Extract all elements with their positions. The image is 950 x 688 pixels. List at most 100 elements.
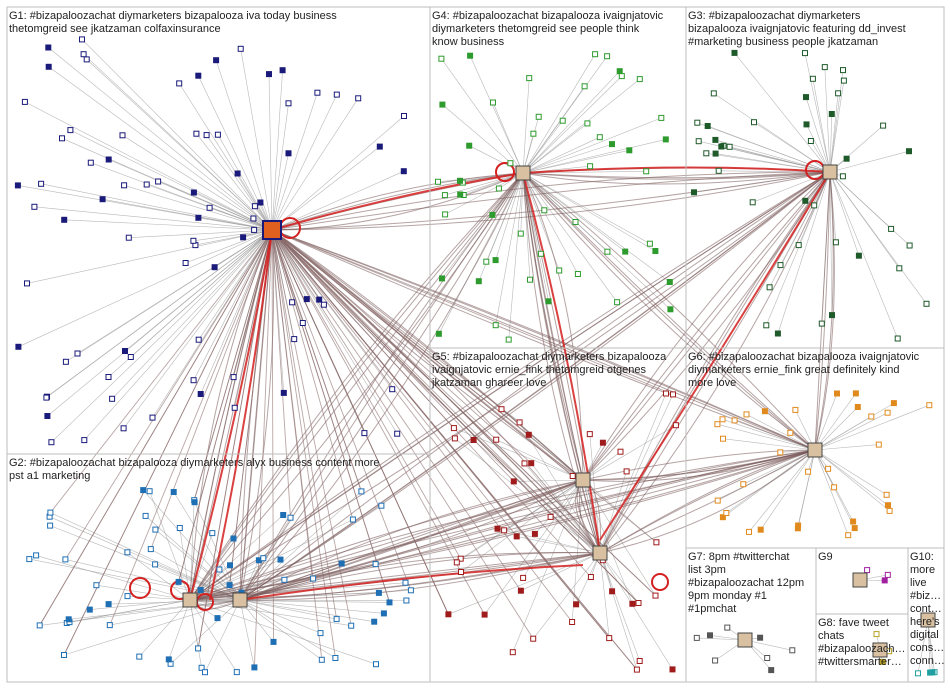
node[interactable] <box>723 510 730 516</box>
node[interactable] <box>829 312 835 319</box>
node[interactable] <box>777 449 784 456</box>
node[interactable] <box>802 197 809 204</box>
node[interactable] <box>489 211 496 218</box>
node[interactable] <box>230 374 237 381</box>
node[interactable] <box>714 497 721 504</box>
node[interactable] <box>175 578 182 585</box>
node[interactable] <box>230 535 237 542</box>
node[interactable] <box>492 257 499 264</box>
node[interactable] <box>318 656 325 663</box>
node[interactable] <box>622 248 629 255</box>
hub-node[interactable] <box>822 164 838 180</box>
node[interactable] <box>270 638 277 645</box>
node[interactable] <box>490 99 496 106</box>
node[interactable] <box>402 579 409 586</box>
node[interactable] <box>652 592 659 599</box>
node[interactable] <box>266 71 272 78</box>
node[interactable] <box>821 64 828 71</box>
node[interactable] <box>289 299 296 306</box>
node[interactable] <box>106 622 113 629</box>
node[interactable] <box>573 601 580 608</box>
node[interactable] <box>653 539 660 546</box>
node[interactable] <box>80 51 87 58</box>
node[interactable] <box>24 280 30 287</box>
node[interactable] <box>195 72 202 79</box>
node[interactable] <box>435 330 442 337</box>
node[interactable] <box>517 230 524 237</box>
node[interactable] <box>526 75 533 82</box>
node[interactable] <box>279 67 286 74</box>
node[interactable] <box>36 622 43 629</box>
node[interactable] <box>450 425 457 432</box>
node[interactable] <box>86 606 93 613</box>
hub-node[interactable] <box>737 632 753 648</box>
node[interactable] <box>667 306 674 313</box>
node[interactable] <box>349 516 356 523</box>
node[interactable] <box>458 569 464 575</box>
node[interactable] <box>731 49 738 56</box>
hub-node[interactable] <box>920 612 936 628</box>
node[interactable] <box>47 509 54 516</box>
node[interactable] <box>906 148 912 155</box>
node[interactable] <box>693 634 700 641</box>
node[interactable] <box>317 630 324 637</box>
node[interactable] <box>355 95 362 102</box>
node[interactable] <box>105 374 112 380</box>
node[interactable] <box>541 207 548 214</box>
node[interactable] <box>584 120 591 127</box>
node[interactable] <box>109 395 116 402</box>
node[interactable] <box>291 336 298 343</box>
node[interactable] <box>81 437 88 444</box>
node[interactable] <box>439 101 446 108</box>
node[interactable] <box>787 429 794 436</box>
node[interactable] <box>712 150 719 157</box>
node[interactable] <box>884 409 891 416</box>
node[interactable] <box>569 473 576 479</box>
node[interactable] <box>618 73 625 80</box>
node[interactable] <box>875 441 882 448</box>
node[interactable] <box>636 658 643 664</box>
node[interactable] <box>658 114 665 121</box>
node[interactable] <box>277 556 284 563</box>
node[interactable] <box>643 168 650 175</box>
node[interactable] <box>251 226 258 233</box>
node[interactable] <box>43 394 50 401</box>
node[interactable] <box>574 271 581 277</box>
node[interactable] <box>885 502 891 509</box>
node[interactable] <box>45 63 52 70</box>
node[interactable] <box>525 431 532 438</box>
node[interactable] <box>231 404 238 411</box>
node[interactable] <box>48 439 55 446</box>
node[interactable] <box>376 143 383 150</box>
node[interactable] <box>606 635 613 642</box>
node[interactable] <box>250 215 257 222</box>
node[interactable] <box>868 413 875 420</box>
node[interactable] <box>670 391 676 398</box>
node[interactable] <box>825 465 832 472</box>
node[interactable] <box>375 589 382 596</box>
node[interactable] <box>299 320 306 326</box>
node[interactable] <box>547 513 554 520</box>
node[interactable] <box>203 132 210 139</box>
node[interactable] <box>372 561 379 568</box>
node[interactable] <box>835 90 842 97</box>
node[interactable] <box>896 265 903 272</box>
node[interactable] <box>704 123 711 129</box>
node[interactable] <box>527 276 533 283</box>
node[interactable] <box>59 135 65 142</box>
node[interactable] <box>105 156 112 163</box>
node[interactable] <box>852 390 859 397</box>
node[interactable] <box>233 669 240 676</box>
node[interactable] <box>127 354 134 360</box>
node[interactable] <box>714 421 721 428</box>
node[interactable] <box>740 481 747 488</box>
node[interactable] <box>596 134 603 141</box>
node[interactable] <box>757 634 764 641</box>
node[interactable] <box>61 652 67 658</box>
node[interactable] <box>149 414 156 421</box>
node[interactable] <box>152 526 159 533</box>
node[interactable] <box>731 417 738 424</box>
node[interactable] <box>894 335 901 342</box>
node[interactable] <box>441 192 448 199</box>
node[interactable] <box>140 487 147 494</box>
